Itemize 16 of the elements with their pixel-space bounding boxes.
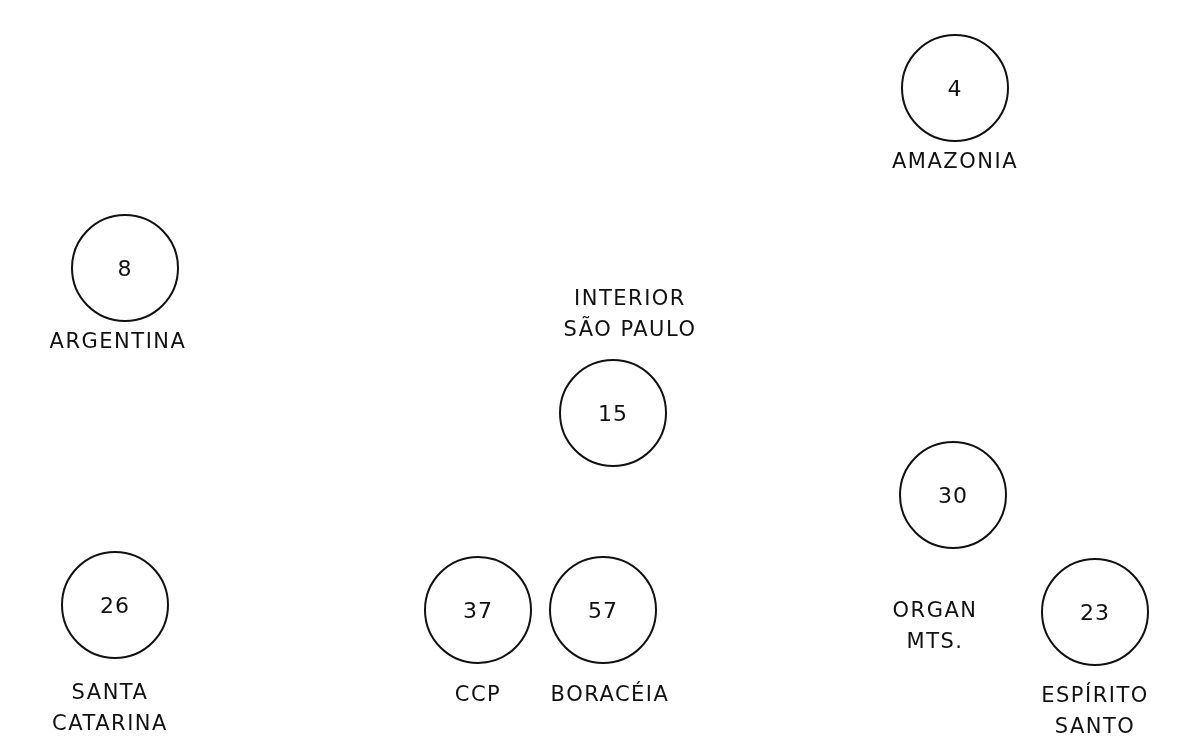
locality-label: ORGAN MTS. — [891, 597, 979, 655]
count-number: 37 — [463, 597, 493, 623]
locality-label: ESPÍRITO SANTO — [1040, 681, 1150, 740]
count-number: 23 — [1080, 599, 1110, 625]
locality-label: AMAZONIA — [890, 148, 1019, 175]
count-number: 8 — [117, 255, 133, 281]
locality-label: CCP — [453, 681, 503, 708]
locality-label: INTERIOR SÃO PAULO — [562, 285, 698, 343]
count-number: 26 — [100, 592, 130, 618]
count-number: 57 — [588, 597, 618, 623]
locality-label: SANTA CATARINA — [51, 679, 169, 737]
count-number: 15 — [598, 400, 628, 426]
count-number: 4 — [947, 75, 963, 101]
count-number: 30 — [938, 482, 968, 508]
locality-label: ARGENTINA — [48, 328, 188, 355]
locality-label: BORACÉIA — [549, 680, 671, 708]
